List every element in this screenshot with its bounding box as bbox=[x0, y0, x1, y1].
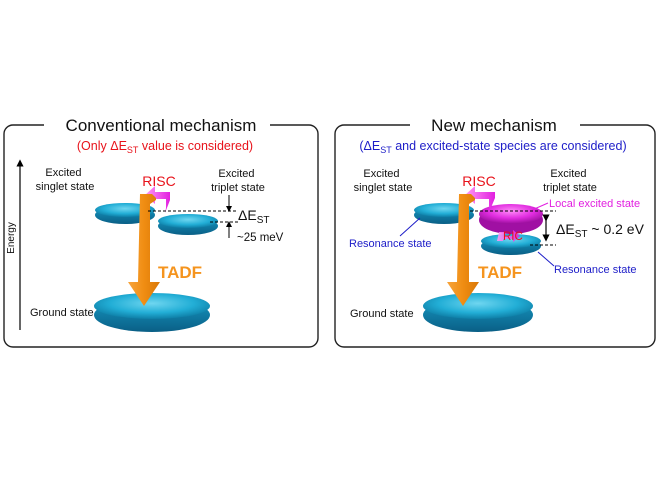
local-excited-pointer bbox=[531, 202, 549, 211]
left-panel-subtitle: (Only ΔEST value is considered) bbox=[77, 139, 253, 155]
right-panel-title: New mechanism bbox=[431, 116, 557, 135]
left-ground-state-disk bbox=[94, 293, 210, 332]
energy-axis-label: Energy bbox=[6, 222, 17, 254]
left-triplet-disk bbox=[158, 214, 218, 235]
resonance-pointer-right bbox=[537, 251, 555, 267]
left-ground-state-label: Ground state bbox=[30, 307, 94, 319]
resonance-state-right-label: Resonance state bbox=[554, 264, 637, 276]
right-triplet-resonance-disk bbox=[481, 234, 541, 255]
left-risc-label: RISC bbox=[142, 173, 175, 189]
right-risc-label: RISC bbox=[462, 173, 495, 189]
ric-label: RIC bbox=[503, 231, 523, 243]
right-ground-state-disk bbox=[423, 293, 533, 332]
left-tadf-arrow bbox=[128, 194, 160, 306]
ric-arrow bbox=[497, 230, 520, 242]
left-delta-est-label: ΔEST bbox=[238, 207, 269, 226]
right-tadf-arrow bbox=[447, 194, 479, 306]
local-excited-disk bbox=[479, 204, 543, 234]
left-tadf-label: TADF bbox=[158, 263, 202, 282]
right-risc-arrow bbox=[465, 186, 495, 210]
right-tadf-label: TADF bbox=[478, 263, 522, 282]
local-excited-state-label: Local excited state bbox=[549, 198, 640, 210]
left-risc-arrow bbox=[145, 186, 170, 213]
resonance-state-left-label: Resonance state bbox=[349, 238, 432, 250]
excited-singlet-label: Excited singlet state bbox=[36, 167, 95, 193]
excited-triplet-label: Excited triplet state bbox=[211, 168, 265, 194]
left-panel-title: Conventional mechanism bbox=[66, 116, 257, 135]
right-excited-triplet-label: Excited triplet state bbox=[543, 168, 597, 194]
right-panel-subtitle: (ΔEST and excited-state species are cons… bbox=[359, 139, 626, 155]
right-ground-state-label: Ground state bbox=[350, 308, 414, 320]
resonance-pointer-left bbox=[399, 217, 421, 237]
left-panel: Conventional mechanism (Only ΔEST value … bbox=[3, 114, 319, 348]
right-delta-est-label: ΔEST ~ 0.2 eV bbox=[556, 221, 645, 240]
right-panel: New mechanism (ΔEST and excited-state sp… bbox=[334, 114, 656, 348]
left-gap-value: ~25 meV bbox=[237, 232, 284, 244]
right-excited-singlet-label: Excited singlet state bbox=[354, 168, 413, 194]
